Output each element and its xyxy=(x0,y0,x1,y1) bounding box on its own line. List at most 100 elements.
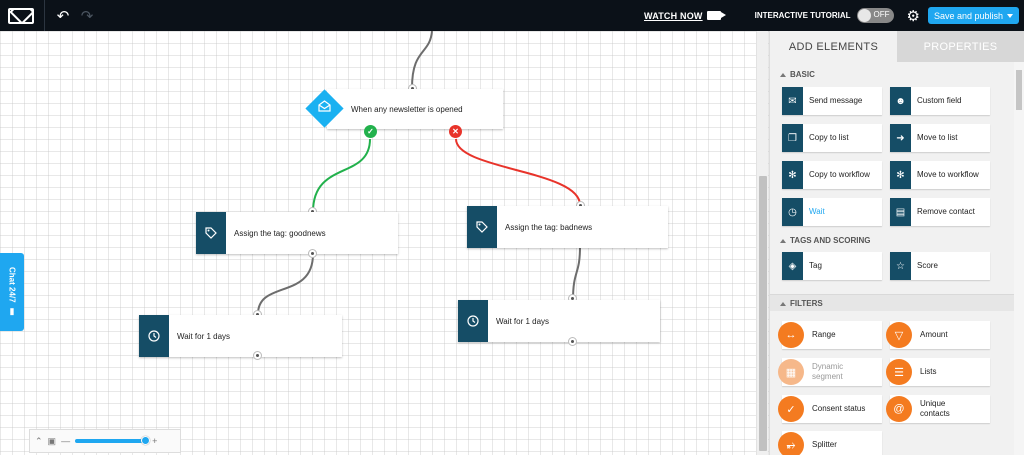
node-label: Wait for 1 days xyxy=(177,331,231,341)
gear-icon[interactable]: ⚙ xyxy=(906,7,920,25)
condition-node[interactable]: When any newsletter is opened xyxy=(304,88,503,129)
element-move-to-workflow[interactable]: ✻Move to workflow xyxy=(890,161,990,189)
clock-icon xyxy=(458,300,488,342)
undo-icon[interactable]: ↶ xyxy=(56,7,70,25)
filter-label: Splitter xyxy=(812,440,837,449)
yes-connector xyxy=(312,138,371,213)
wait-node-left[interactable]: Wait for 1 days xyxy=(139,315,342,357)
filter-range[interactable]: ↔Range xyxy=(778,321,882,349)
element-label: Copy to workflow xyxy=(809,170,870,179)
star-icon: ☆ xyxy=(890,252,911,280)
user-icon: ☻ xyxy=(890,87,911,115)
video-camera-icon[interactable] xyxy=(706,11,726,20)
filter-label: Range xyxy=(812,330,836,339)
connector-port[interactable] xyxy=(308,249,317,258)
filter-consent-status[interactable]: ✓Consent status xyxy=(778,395,882,423)
element-label: Tag xyxy=(809,261,822,270)
toggle-state-label: OFF xyxy=(873,10,890,19)
section-title: TAGS AND SCORING xyxy=(790,236,871,245)
tab-add-elements[interactable]: ADD ELEMENTS xyxy=(770,31,897,62)
condition-box[interactable]: When any newsletter is opened xyxy=(327,89,503,129)
zoom-out-icon[interactable]: — xyxy=(61,436,71,446)
collapse-up-icon[interactable]: ⌃ xyxy=(35,435,43,446)
connection-lines xyxy=(257,31,581,315)
left-tag-to-wait-connector xyxy=(257,253,314,315)
zoom-controls: ⌃ ▣ — + xyxy=(29,429,181,453)
envelope-logo-icon xyxy=(8,7,34,24)
node-label: Assign the tag: badnews xyxy=(505,222,593,232)
scrollbar-thumb[interactable] xyxy=(759,176,767,451)
section-filters[interactable]: FILTERS xyxy=(780,299,823,308)
chat-label: Chat 24/7 xyxy=(7,267,17,303)
element-label: Send message xyxy=(809,96,863,105)
connector-port[interactable] xyxy=(568,337,577,346)
interactive-tutorial-label: INTERACTIVE TUTORIAL xyxy=(754,11,851,20)
filter-label: Lists xyxy=(920,367,937,376)
splitter-icon: ⥵ xyxy=(778,432,804,455)
envelope-open-icon xyxy=(317,99,331,117)
zoom-in-icon[interactable]: + xyxy=(152,436,158,446)
section-basic[interactable]: BASIC xyxy=(780,70,815,79)
save-and-publish-button[interactable]: Save and publish xyxy=(927,7,1019,24)
condition-diamond xyxy=(304,88,344,128)
watch-now-link[interactable]: WATCH NOW xyxy=(644,10,703,21)
zoom-slider-knob[interactable] xyxy=(141,436,151,445)
fit-screen-icon[interactable]: ▣ xyxy=(47,435,57,446)
element-label: Score xyxy=(917,261,938,270)
element-score[interactable]: ☆ Score xyxy=(890,252,990,280)
element-custom-field[interactable]: ☻ Custom field xyxy=(890,87,990,115)
element-label: Wait xyxy=(809,207,825,216)
wait-node-right[interactable]: Wait for 1 days xyxy=(458,300,660,342)
no-connector xyxy=(455,138,581,206)
filter-amount[interactable]: ▽Amount xyxy=(886,321,990,349)
publish-label: Save and publish xyxy=(933,10,1003,21)
element-send-message[interactable]: ✉Send message xyxy=(782,87,882,115)
node-label: Assign the tag: goodnews xyxy=(234,228,326,238)
section-title: FILTERS xyxy=(790,299,823,308)
element-label: Custom field xyxy=(917,96,962,105)
element-tag[interactable]: ◈Tag xyxy=(782,252,882,280)
filter-splitter[interactable]: ⥵ Splitter xyxy=(778,431,882,455)
element-label: Move to workflow xyxy=(917,170,979,179)
panel-scrollbar[interactable] xyxy=(1014,62,1024,455)
node-label: Wait for 1 days xyxy=(496,316,550,326)
tag-icon xyxy=(467,206,497,248)
check-icon: ✓ xyxy=(778,396,804,422)
chat-tab[interactable]: Chat 24/7 ▮ xyxy=(0,253,24,331)
tab-properties[interactable]: PROPERTIES xyxy=(897,31,1024,62)
element-copy-to-workflow[interactable]: ✻ Copy to workflow xyxy=(782,161,882,189)
section-tags-scoring[interactable]: TAGS AND SCORING xyxy=(780,236,870,245)
connector-port[interactable] xyxy=(253,351,262,360)
zoom-slider[interactable] xyxy=(75,436,151,445)
workflow-canvas[interactable]: When any newsletter is opened ✓ ✕ Assign… xyxy=(0,31,769,455)
element-label: Move to list xyxy=(917,133,958,142)
no-cross-icon[interactable]: ✕ xyxy=(449,125,462,138)
tag-node-goodnews[interactable]: Assign the tag: goodnews xyxy=(196,212,398,254)
list-icon: ☰ xyxy=(886,359,912,385)
app-logo[interactable] xyxy=(4,0,38,31)
element-move-to-list[interactable]: ➜Move to list xyxy=(890,124,990,152)
element-label: Copy to list xyxy=(809,133,849,142)
element-wait[interactable]: ◷ Wait xyxy=(782,198,882,226)
incoming-connector xyxy=(411,31,433,89)
tag-icon xyxy=(196,212,226,254)
redo-icon[interactable]: ↷ xyxy=(80,7,94,25)
scrollbar-thumb[interactable] xyxy=(1016,70,1022,110)
chevron-down-icon xyxy=(1007,13,1013,18)
collapse-triangle-icon xyxy=(780,72,786,77)
workflow-icon: ✻ xyxy=(782,161,803,189)
element-copy-to-list[interactable]: ❐ Copy to list xyxy=(782,124,882,152)
toggle-knob xyxy=(858,9,872,22)
yes-check-icon[interactable]: ✓ xyxy=(364,125,377,138)
copy-icon: ❐ xyxy=(782,124,803,152)
filter-lists[interactable]: ☰ Lists xyxy=(886,358,990,386)
element-remove-contact[interactable]: ▤Remove contact xyxy=(890,198,990,226)
tutorial-toggle[interactable]: OFF xyxy=(857,8,895,23)
clock-icon: ◷ xyxy=(782,198,803,226)
canvas-scrollbar[interactable] xyxy=(756,31,768,455)
tag-node-badnews[interactable]: Assign the tag: badnews xyxy=(467,206,668,248)
